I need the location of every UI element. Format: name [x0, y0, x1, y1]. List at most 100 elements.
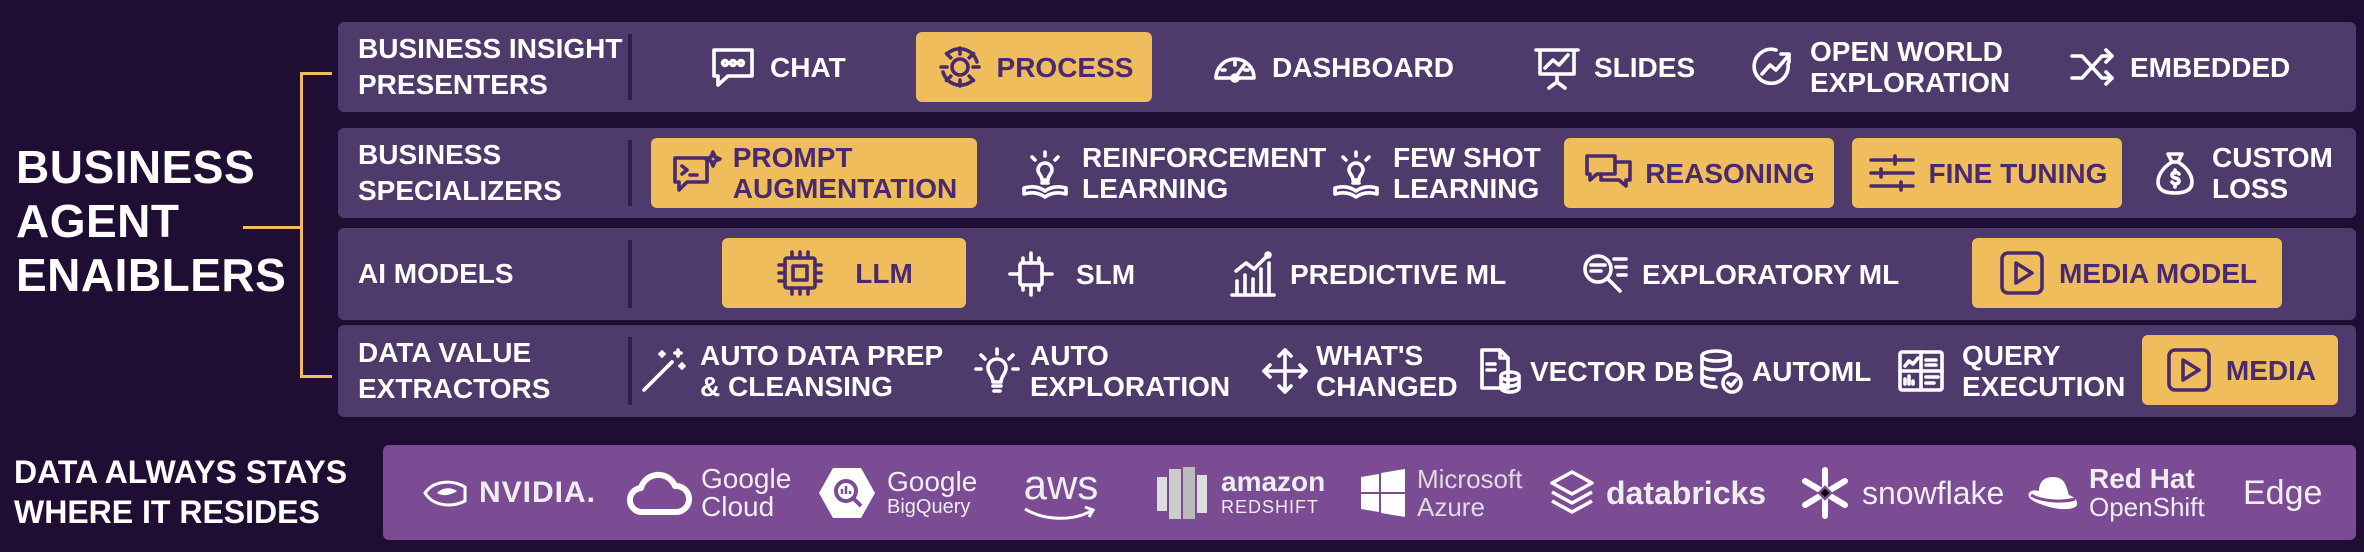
bigquery-text-1: Google [887, 465, 978, 497]
title-line-1: BUSINESS [16, 141, 256, 193]
row-label-line-1: BUSINESS INSIGHT [358, 33, 623, 64]
row-business-insight-presenters: BUSINESS INSIGHT PRESENTERS CHAT PROCESS… [338, 22, 2356, 112]
database-cycle-icon [1696, 346, 1746, 396]
redshift-icon [1157, 466, 1207, 519]
item-label-line-1: QUERY [1962, 340, 2061, 371]
aws-text: aws [1023, 460, 1099, 508]
item-label: DASHBOARD [1272, 51, 1454, 83]
row-label-line-2: EXTRACTORS [358, 373, 551, 404]
data-residency-line-1: DATA ALWAYS STAYS [14, 454, 348, 490]
item-label-line-2: EXPLORATION [1030, 371, 1231, 402]
nvidia-eye-icon [423, 480, 467, 506]
edge-label: Edge [2243, 445, 2322, 540]
edge-text: Edge [2243, 473, 2323, 512]
item-reasoning: REASONING [1564, 138, 1834, 208]
prompt-sparkle-icon [671, 148, 722, 198]
vector-db-icon [1474, 346, 1524, 396]
item-dashboard: DASHBOARD [1210, 22, 1454, 112]
bar-chart-trend-icon [1228, 249, 1278, 299]
lightbulb-book-icon [1331, 148, 1381, 199]
row-label: AI MODELS [358, 228, 658, 320]
nvidia-logo: NVIDIA. [423, 445, 596, 540]
row-label: BUSINESS SPECIALIZERS [358, 128, 658, 218]
query-grid-icon [1896, 346, 1946, 396]
row-label-line-2: SPECIALIZERS [358, 175, 562, 206]
row-label-line-1: BUSINESS [358, 139, 502, 170]
row-label-line-2: PRESENTERS [358, 69, 548, 100]
databricks-stack-icon [1550, 469, 1594, 514]
item-label: MEDIA MODEL [2058, 257, 2258, 289]
azure-text: Azure [1417, 491, 1485, 522]
move-arrows-icon [1260, 346, 1310, 396]
row-separator [628, 240, 632, 308]
row-separator [628, 337, 632, 405]
embedded-shuffle-icon [2068, 42, 2118, 92]
item-label-line-1: WHAT'S [1316, 340, 1424, 371]
chat-icon [708, 42, 758, 92]
item-label: FINE TUNING [1928, 157, 2108, 189]
row-label-line-1: DATA VALUE [358, 337, 532, 368]
amazon-text: amazon [1221, 465, 1326, 497]
lightbulb-book-icon [1020, 148, 1070, 199]
windows-icon [1361, 468, 1405, 517]
row-separator [628, 34, 632, 100]
databricks-text: databricks [1606, 474, 1767, 511]
item-vector-db: VECTOR DB [1474, 325, 1694, 417]
openshift-text: OpenShift [2089, 491, 2205, 522]
item-label-line-1: REINFORCEMENT [1082, 142, 1327, 173]
snowflake-icon [1802, 466, 1848, 519]
item-label-line-2: AUGMENTATION [732, 173, 958, 204]
item-label: EXPLORATORY ML [1642, 258, 1900, 290]
item-label-line-2: & CLEANSING [700, 371, 893, 402]
bracket [300, 72, 332, 378]
money-bag-icon [2150, 148, 2200, 198]
bigquery-hexagon-icon [819, 467, 875, 518]
row-separator [628, 140, 632, 206]
microsoft-text: Microsoft [1417, 463, 1523, 494]
item-exploratory-ml: EXPLORATORY ML [1580, 228, 1899, 320]
row-label: DATA VALUE EXTRACTORS [358, 325, 658, 417]
item-label: VECTOR DB [1530, 355, 1695, 387]
aws-logo: aws [1023, 445, 1099, 540]
item-label: SLM [1076, 258, 1136, 290]
item-chat: CHAT [708, 22, 846, 112]
item-label: MEDIA [2225, 354, 2317, 386]
item-llm: LLM [722, 238, 966, 308]
item-label: REASONING [1645, 157, 1815, 189]
snowflake-logo: snowflake [1798, 445, 2004, 540]
item-automl: AUTOML [1696, 325, 1871, 417]
magic-wand-icon [638, 346, 688, 396]
google-cloud-text-1: Google [701, 462, 792, 494]
google-cloud-text-2: Cloud [701, 490, 775, 522]
item-label-line-1: CUSTOM [2212, 142, 2333, 173]
item-label: AUTOML [1752, 355, 1872, 387]
bracket-stem [243, 226, 301, 229]
cloud-icon [627, 471, 692, 515]
item-label-line-2: EXPLORATION [1810, 67, 2011, 98]
item-label: SLIDES [1594, 51, 1696, 83]
nvidia-text: NVIDIA. [479, 475, 597, 509]
play-icon [1997, 248, 2047, 298]
item-process: PROCESS [916, 32, 1152, 102]
item-slm: SLM [1006, 228, 1135, 320]
chip-icon [775, 248, 825, 298]
item-embedded: EMBEDDED [2068, 22, 2290, 112]
reasoning-chat-icon [1583, 148, 1633, 198]
item-label: PROCESS [996, 51, 1134, 83]
item-label-line-1: AUTO [1030, 340, 1109, 371]
item-label: PREDICTIVE ML [1290, 258, 1507, 290]
item-label-line-2: LEARNING [1393, 173, 1540, 204]
row-label-line-1: AI MODELS [358, 258, 514, 289]
